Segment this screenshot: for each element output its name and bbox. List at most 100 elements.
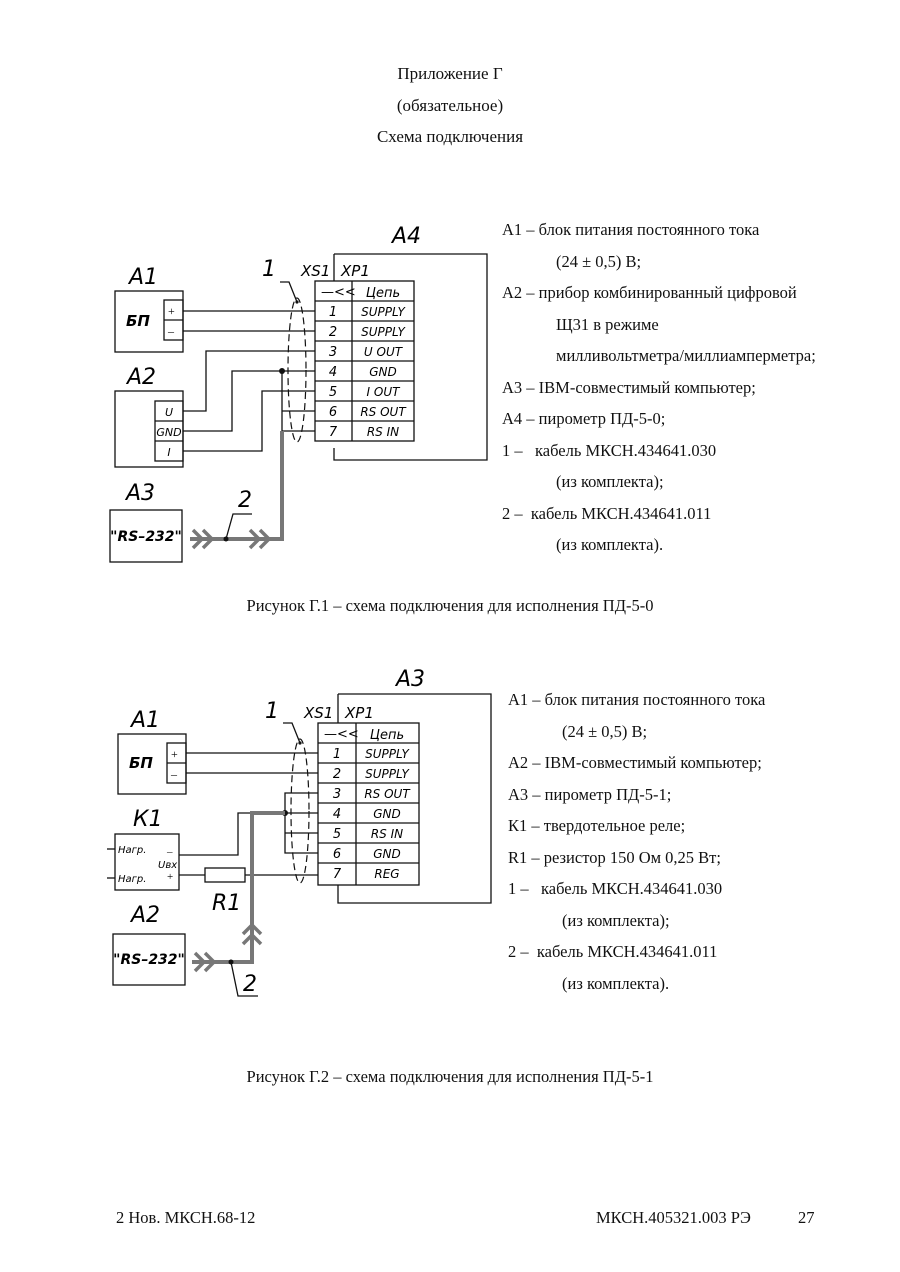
pin-circuit-name: U OUT xyxy=(364,345,404,359)
connector-table: —<< Цепь xyxy=(317,722,420,886)
a1-label: А1 xyxy=(129,708,160,733)
appendix-status: (обязательное) xyxy=(396,96,504,115)
figure2-caption: Рисунок Г.2 – схема подключения для испо… xyxy=(246,1067,654,1086)
pin-number: 6 xyxy=(329,405,337,420)
document-code: МКСН.405321.003 РЭ xyxy=(596,1208,751,1227)
pin-number: 3 xyxy=(333,787,341,802)
legend-item: А1 – блок питания постоянного тока xyxy=(502,220,760,239)
minus-terminal: – xyxy=(167,324,175,338)
pin-circuit-name: SUPPLY xyxy=(365,767,410,781)
legend-item: (24 ± 0,5) В; xyxy=(562,721,648,741)
pin-circuit-name: RS OUT xyxy=(364,787,411,801)
legend-item: Щ31 в режиме xyxy=(556,314,659,334)
legend-item: К1 – твердотельное реле; xyxy=(508,816,686,835)
legend-item: А4 – пирометр ПД-5-0; xyxy=(502,409,666,428)
rs232-label: "RS–232" xyxy=(110,529,182,545)
pin-number: 4 xyxy=(329,365,337,380)
uvx-label: Uвх xyxy=(158,860,177,871)
gnd-terminal: GND xyxy=(156,426,181,439)
legend-item: R1 – резистор 150 Ом 0,25 Вт; xyxy=(508,847,721,867)
legend-item: (из комплекта). xyxy=(556,535,664,554)
xp1-label: XP1 xyxy=(340,262,370,280)
pin-circuit-name: RS OUT xyxy=(360,405,407,419)
legend-item: А2 – прибор комбинированный цифровой xyxy=(502,283,797,302)
k1-plus-terminal: + xyxy=(167,871,173,883)
legend-item: 2 – кабель МКСН.434641.011 xyxy=(502,503,712,523)
figure1-legend: А1 – блок питания постоянного тока (24 ±… xyxy=(502,214,816,561)
rs232-label: "RS–232" xyxy=(113,952,185,968)
cable2-label: 2 xyxy=(243,972,257,997)
xs1-label: XS1 xyxy=(300,262,330,280)
chain-header: Цепь xyxy=(366,286,400,301)
cable2 xyxy=(190,431,284,541)
bp-label: БП xyxy=(129,754,153,772)
plus-terminal: + xyxy=(168,304,175,318)
xp1-label: XP1 xyxy=(344,704,374,722)
legend-item: А1 – блок питания постоянного тока xyxy=(508,690,766,709)
a2-label: А2 xyxy=(129,903,160,928)
pin-circuit-name: SUPPLY xyxy=(365,747,410,761)
nagr-minus-label: Нагр. xyxy=(118,874,146,885)
page-number: 27 xyxy=(798,1208,815,1227)
wires xyxy=(179,752,318,876)
legend-item: милливольтметра/миллиамперметра; xyxy=(556,346,816,365)
pin-number: 5 xyxy=(333,827,341,842)
legend-item: (из комплекта). xyxy=(562,973,670,993)
figure2-legend: А1 – блок питания постоянного тока (24 ±… xyxy=(508,684,765,999)
cable1-label: 1 xyxy=(265,699,279,724)
legend-item: (24 ± 0,5) В; xyxy=(556,251,642,271)
r1-label: R1 xyxy=(212,891,241,916)
pin-number: 7 xyxy=(329,425,338,440)
revision-note: 2 Нов. МКСН.68-12 xyxy=(116,1208,256,1227)
k1-minus-terminal: – xyxy=(166,846,173,858)
a3-box xyxy=(337,693,492,904)
pin-number: 2 xyxy=(329,325,337,340)
pin-number: 5 xyxy=(329,385,337,400)
cable2-label: 2 xyxy=(238,488,252,513)
pin-number: 7 xyxy=(333,867,342,882)
figure1-caption: Рисунок Г.1 – схема подключения для испо… xyxy=(246,596,654,615)
pin-number: 3 xyxy=(329,345,337,360)
cable1-shield xyxy=(287,297,307,443)
pin-circuit-name: RS IN xyxy=(371,827,403,841)
minus-terminal: – xyxy=(170,767,178,781)
legend-item: А3 – IBM-совместимый компьютер; xyxy=(502,377,756,397)
a3-label: А3 xyxy=(124,481,155,506)
k1-label: К1 xyxy=(133,807,163,832)
cable1-label: 1 xyxy=(262,257,276,282)
xs1-label: XS1 xyxy=(303,704,333,722)
legend-item: (из комплекта); xyxy=(562,910,670,930)
appendix-label: Приложение Г xyxy=(397,64,503,83)
u-terminal: U xyxy=(165,406,173,419)
pin-number: 2 xyxy=(333,767,341,782)
legend-item: 1 – кабель МКСН.434641.030 xyxy=(502,440,717,460)
plus-terminal: + xyxy=(171,747,178,761)
page-title: Схема подключения xyxy=(376,127,524,146)
a4-box xyxy=(333,253,488,461)
bp-label: БП xyxy=(126,312,150,330)
legend-item: 1 – кабель МКСН.434641.030 xyxy=(508,879,723,898)
pin-circuit-name: SUPPLY xyxy=(361,325,406,339)
chain-header: Цепь xyxy=(370,728,404,743)
a4-label: А4 xyxy=(390,224,421,249)
a2-label: А2 xyxy=(125,365,156,390)
pin-circuit-name: GND xyxy=(373,807,401,821)
pin-number: 1 xyxy=(333,747,341,762)
connector-table: —<< Цепь xyxy=(314,280,415,442)
pin-number: 4 xyxy=(333,807,341,822)
a3-box xyxy=(109,509,183,563)
pin-circuit-name: GND xyxy=(369,365,397,379)
pin-circuit-name: GND xyxy=(373,847,401,861)
pin-circuit-name: I OUT xyxy=(367,385,402,399)
pin-circuit-name: RS IN xyxy=(367,425,399,439)
svg-text:—<<: —<< xyxy=(324,727,359,742)
r1-resistor xyxy=(204,867,246,883)
nagr-plus-label: Нагр. xyxy=(118,845,146,856)
pin-number: 1 xyxy=(329,305,337,320)
cable1-shield xyxy=(290,738,310,884)
svg-text:—<<: —<< xyxy=(321,285,356,300)
a3-label: А3 xyxy=(394,667,425,692)
pin-circuit-name: REG xyxy=(374,867,399,881)
i-terminal: I xyxy=(167,446,170,459)
